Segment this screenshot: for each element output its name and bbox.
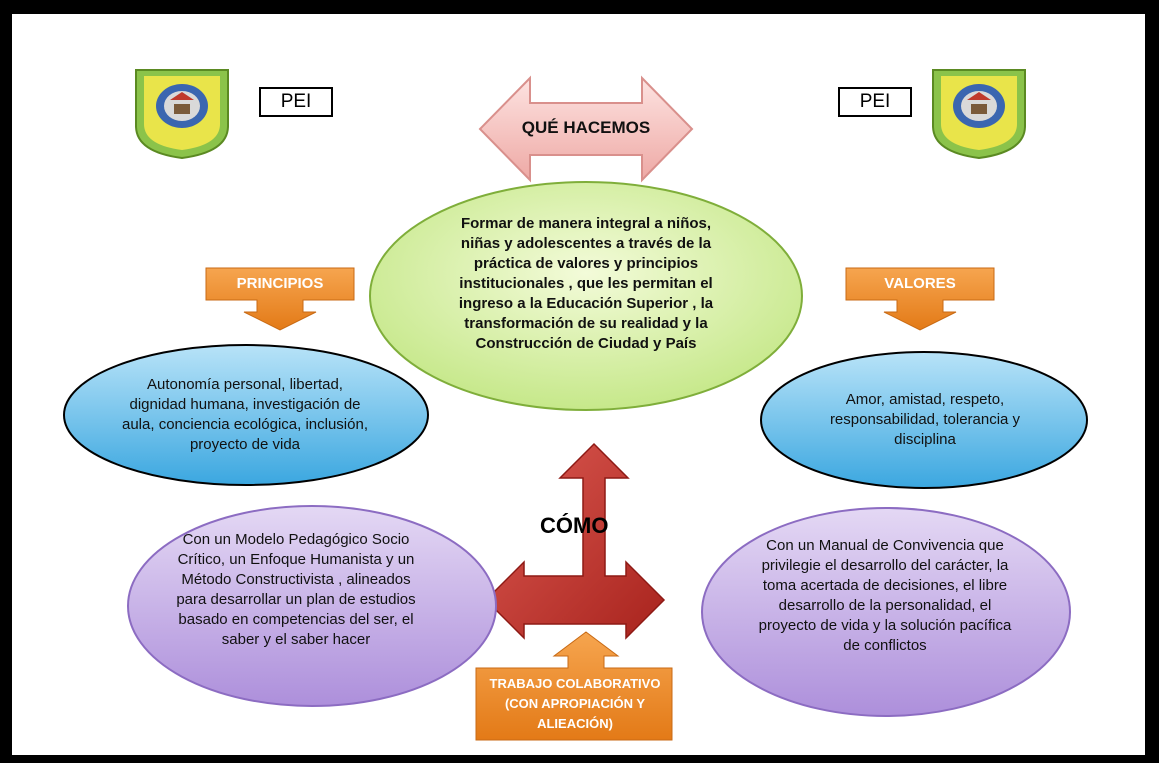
como-label: CÓMO [540,513,609,538]
trabajo-colaborativo-tag [475,631,673,741]
principios-tag [205,267,355,331]
pei-label-left: PEI [259,87,333,117]
manual-ellipse [701,507,1071,717]
valores-text: Amor, amistad, respeto, responsabilidad,… [829,391,1021,448]
principios-ellipse [63,344,429,486]
school-shield-icon [932,69,1026,160]
mission-text: Formar de manera integral a niños, niñas… [458,215,714,352]
como-cross-arrow [484,442,666,640]
valores-ellipse [760,351,1088,489]
mission-ellipse [369,181,803,411]
valores-tag [845,267,995,331]
principios-label: PRINCIPIOS [236,275,324,292]
que-hacemos-arrow [478,75,694,183]
pei-label-right: PEI [838,87,912,117]
school-shield-icon [135,69,229,160]
trabajo-colaborativo-text: TRABAJO COLABORATIVO (CON APROPIACIÓN Y … [489,676,661,731]
modelo-text: Con un Modelo Pedagógico Socio Crítico, … [176,531,416,648]
manual-text: Con un Manual de Convivencia que privile… [758,537,1012,654]
valores-label: VALORES [884,275,956,292]
principios-text: Autonomía personal, libertad, dignidad h… [122,376,368,453]
modelo-ellipse [127,505,497,707]
que-hacemos-label: QUÉ HACEMOS [521,118,651,137]
